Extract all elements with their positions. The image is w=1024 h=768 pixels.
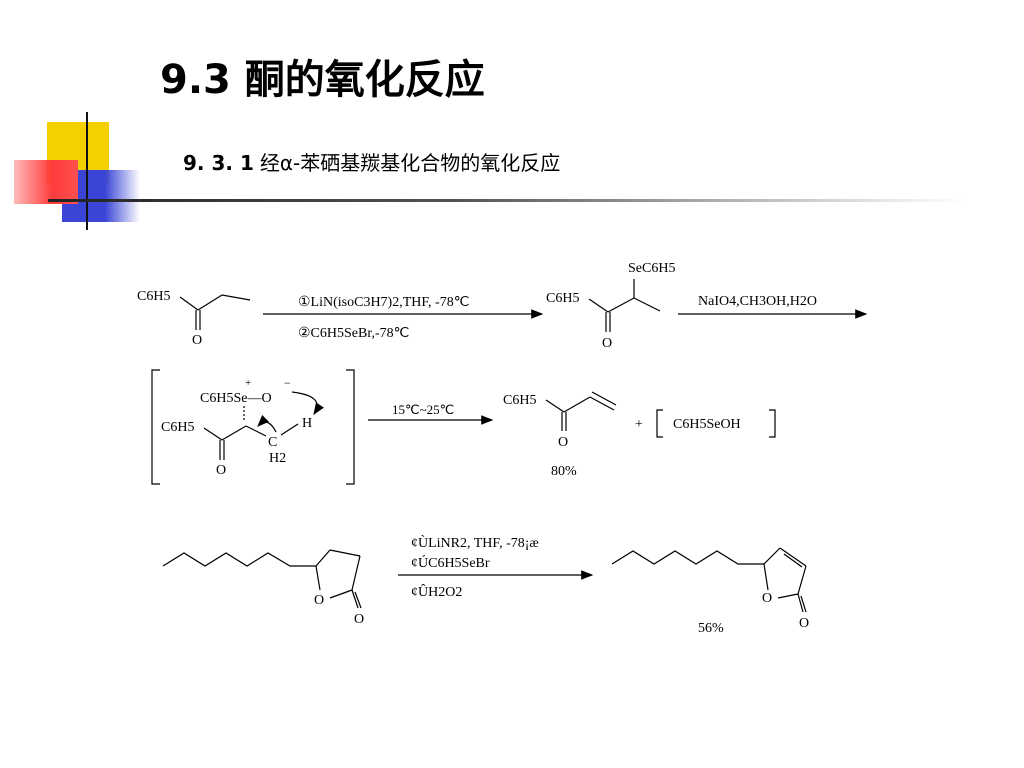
reactant-phenyl-label: C6H5 xyxy=(137,289,170,304)
reactant-ketone: C6H5 O xyxy=(137,289,251,348)
reactant-ring-oxygen: O xyxy=(314,593,324,608)
transition-state: + − C6H5Se—O H C6H5 C H2 O xyxy=(151,369,355,485)
charge-minus: − xyxy=(284,376,291,390)
ts-phenyl-label: C6H5 xyxy=(161,420,194,435)
reagent-arrow-2: NaIO4,CH3OH,H2O xyxy=(678,294,868,319)
product-oxygen-label: O xyxy=(602,336,612,351)
deco-vertical-line xyxy=(86,112,88,230)
plus-sign: + xyxy=(635,417,643,432)
yield-56: 56% xyxy=(698,621,724,636)
selenide-product: SeC6H5 C6H5 O xyxy=(546,261,675,351)
enone-oxygen-label: O xyxy=(558,435,568,450)
section-number: 9. 3. 1 xyxy=(183,151,254,175)
reagent-arrow-3: ¢ÙLiNR2, THF, -78¡æ ¢ÚC6H5SeBr ¢ÛH2O2 xyxy=(398,534,594,600)
reaction-2: + − C6H5Se—O H C6H5 C H2 O 15℃~25℃ xyxy=(151,369,776,485)
enone-product: C6H5 O 80% xyxy=(503,391,617,479)
butenolide-product: O O 56% xyxy=(611,547,809,636)
hydrogen-label: H xyxy=(302,416,312,431)
reactant-oxygen-label: O xyxy=(192,333,202,348)
selenenic-acid-byproduct: + C6H5SeOH xyxy=(635,409,776,438)
reagent-2-label: NaIO4,CH3OH,H2O xyxy=(698,294,817,309)
deco-horizontal-line xyxy=(48,199,968,202)
charge-plus: + xyxy=(245,377,251,389)
reaction-1: C6H5 O ①LiN(isoC3H7)2,THF, -78℃ ②C6H5SeB… xyxy=(137,261,868,351)
section-subtitle-text: 经α-苯硒基羰基化合物的氧化反应 xyxy=(259,151,561,175)
reaction-3: O O ¢ÙLiNR2, THF, -78¡æ ¢ÚC6H5SeBr ¢ÛH2O… xyxy=(162,534,809,636)
elimination-arrow: 15℃~25℃ xyxy=(368,402,494,425)
page-title: 9.3 酮的氧化反应 xyxy=(160,57,485,103)
byproduct-label: C6H5SeOH xyxy=(673,417,741,432)
deco-red-square xyxy=(14,160,78,204)
reactant-carbonyl-oxygen: O xyxy=(354,612,364,627)
ts-h2-label: H2 xyxy=(269,451,286,466)
product-se-label: SeC6H5 xyxy=(628,261,675,276)
lactone-reactant: O O xyxy=(162,549,364,627)
reagent-3-line-3: ¢ÛH2O2 xyxy=(411,583,462,600)
ts-oxygen-label: O xyxy=(216,463,226,478)
se-oxide-label: C6H5Se—O xyxy=(200,391,272,406)
reagent-3-line-2: ¢ÚC6H5SeBr xyxy=(411,554,490,571)
product-carbonyl-oxygen: O xyxy=(799,616,809,631)
reagent-1-line-2: ②C6H5SeBr,-78℃ xyxy=(298,326,409,341)
product-ring-oxygen: O xyxy=(762,591,772,606)
reagent-arrow-1: ①LiN(isoC3H7)2,THF, -78℃ ②C6H5SeBr,-78℃ xyxy=(263,295,544,341)
reagent-1-line-1: ①LiN(isoC3H7)2,THF, -78℃ xyxy=(298,295,469,310)
reagent-3-line-1: ¢ÙLiNR2, THF, -78¡æ xyxy=(411,534,539,551)
enone-phenyl-label: C6H5 xyxy=(503,393,536,408)
elimination-condition: 15℃~25℃ xyxy=(392,402,454,417)
ts-carbon-label: C xyxy=(268,435,277,450)
product-phenyl-label: C6H5 xyxy=(546,291,579,306)
yield-80: 80% xyxy=(551,464,577,479)
